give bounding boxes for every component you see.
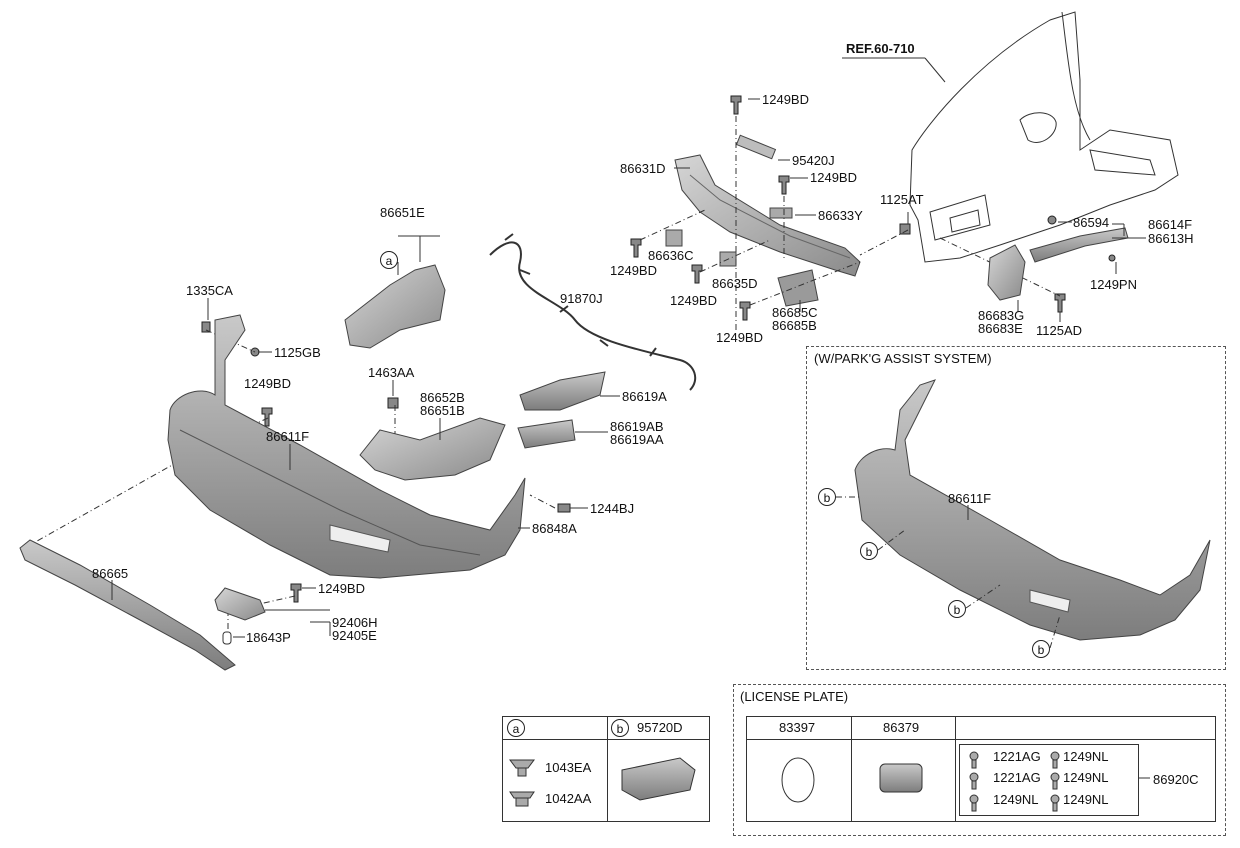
part-label: 18643P: [246, 630, 291, 645]
part-label: 86594: [1073, 215, 1110, 230]
part-label: 86619AB: [610, 419, 664, 434]
part-label: 92406H: [332, 615, 378, 630]
license-col-86379: 86379: [883, 720, 920, 735]
bracket-86685c: [777, 269, 819, 307]
part-label: 1335CA: [186, 283, 233, 298]
part-label: 86651E: [380, 205, 425, 220]
legend-key-b: b: [611, 719, 629, 737]
part-label: 1249BD: [244, 376, 291, 391]
part-label: 86611F: [266, 429, 310, 444]
part-label: 86665: [92, 566, 129, 581]
rear-bumper-parking-variant: [854, 379, 1211, 641]
part-label: 86636C: [648, 248, 694, 263]
label-leaders: [111, 98, 1146, 638]
legend-a-part: 1042AA: [545, 791, 592, 806]
part-label: 86651B: [420, 403, 465, 418]
bracket-86636c: [665, 229, 683, 247]
legend-icons: [509, 751, 1060, 812]
wiring-connectors: [504, 233, 657, 357]
fastener-group-label: 86920C: [1153, 772, 1199, 787]
part-label: 95420J: [792, 153, 835, 168]
license-table: 83397 86379 1221AG 1221AG 1249NL 1249NL …: [746, 716, 1216, 822]
part-label: 86619AA: [610, 432, 664, 447]
fastener-label: 1221AG: [993, 770, 1041, 785]
part-label: 1249BD: [716, 330, 763, 345]
bracket-95420j: [735, 134, 777, 160]
license-plate-title: (LICENSE PLATE): [740, 689, 849, 704]
part-label: 1249BD: [762, 92, 809, 107]
fastener-label: 1249NL: [1063, 792, 1109, 807]
part-label: 92405E: [332, 628, 377, 643]
cover-86619ab: [517, 419, 576, 449]
part-label: 86635D: [712, 276, 758, 291]
part-label: 86685B: [772, 318, 817, 333]
part-label: 1244BJ: [590, 501, 635, 516]
parking-assist-title: (W/PARK'G ASSIST SYSTEM): [814, 351, 992, 366]
wiring-harness: [489, 241, 697, 391]
callout-a: a: [380, 251, 398, 269]
part-label: 1125AT: [880, 192, 924, 207]
part-label: 86631D: [620, 161, 666, 176]
part-label: 86685C: [772, 305, 818, 320]
side-bracket-86651e: [344, 264, 446, 349]
legend-b-part: 95720D: [637, 720, 683, 735]
part-label: 86633Y: [818, 208, 863, 223]
rear-bumper-86611f: [167, 314, 526, 579]
ref-label: REF.60-710: [846, 41, 915, 56]
fastener-label: 1221AG: [993, 749, 1041, 764]
callout-b: b: [818, 488, 836, 506]
reflector-92406h: [214, 587, 266, 621]
license-plate-box: [733, 684, 1226, 836]
lower-trim-86665: [19, 539, 236, 671]
license-col-83397: 83397: [779, 720, 816, 735]
fastener-group: [959, 744, 1139, 816]
legend-table: a b 95720D 1043EA 1042AA: [502, 716, 710, 822]
part-label: 91870J: [560, 291, 603, 306]
part-label: 1249BD: [610, 263, 657, 278]
legend-a-part: 1043EA: [545, 760, 592, 775]
fastener-label: 1249NL: [1063, 749, 1109, 764]
parking-assist-box: [806, 346, 1226, 670]
ref-leader: [924, 57, 946, 83]
callout-b: b: [948, 600, 966, 618]
part-label: 1249BD: [810, 170, 857, 185]
part-label: 86848A: [532, 521, 577, 536]
callout-b: b: [1032, 640, 1050, 658]
cover-86619a: [519, 371, 606, 411]
part-label: 1463AA: [368, 365, 415, 380]
part-label: 86613H: [1148, 231, 1194, 246]
part-label: 86683G: [978, 308, 1025, 323]
legend-key-a: a: [507, 719, 525, 737]
part-label: 1125GB: [274, 345, 321, 360]
bracket-86652b: [359, 417, 506, 481]
fastener-label: 1249NL: [1063, 770, 1109, 785]
part-label: 86619A: [622, 389, 667, 404]
part-label: 86611F: [948, 491, 992, 506]
part-label: 1249PN: [1090, 277, 1137, 292]
callout-b: b: [860, 542, 878, 560]
body-reference-outline: [909, 11, 1179, 263]
part-label: 1125AD: [1036, 323, 1083, 338]
bracket-86633y: [769, 207, 793, 219]
bracket-86683g: [987, 244, 1026, 301]
parking-leaders: [836, 496, 1061, 649]
part-label: 86683E: [978, 321, 1023, 336]
part-label: 86652B: [420, 390, 465, 405]
fastener-label: 1249NL: [993, 792, 1039, 807]
part-label: 86614F: [1148, 217, 1193, 232]
part-label: 1249BD: [318, 581, 365, 596]
clip-18643p: [222, 631, 232, 645]
part-label: 1249BD: [670, 293, 717, 308]
